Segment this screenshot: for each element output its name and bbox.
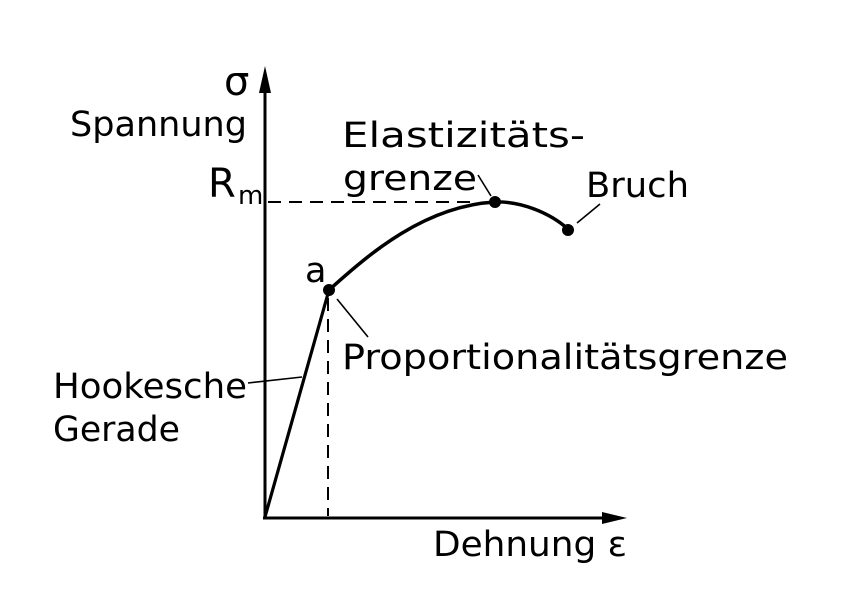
- elastic-limit-dot: [489, 196, 501, 208]
- rm-label: R: [208, 161, 236, 207]
- leader-lines: [247, 174, 601, 384]
- y-axis-title: Spannung: [70, 105, 247, 145]
- y-axis-arrowhead-icon: [259, 66, 271, 93]
- fracture-leader-line: [576, 203, 601, 224]
- plastic-curve: [327, 200, 570, 292]
- hooke-straight-line: [263, 289, 331, 518]
- fracture-label: Bruch: [586, 166, 689, 206]
- construction-lines: [268, 201, 478, 516]
- elastic-limit-leader-line: [477, 174, 492, 197]
- hooke-label-line2: Gerade: [53, 410, 180, 450]
- x-axis-arrowhead-icon: [602, 512, 627, 524]
- hooke-leader-line: [247, 376, 303, 384]
- elastic-limit-label-line1: Elastizitäts-: [342, 116, 585, 156]
- rm-subscript: m: [238, 181, 263, 211]
- y-axis-symbol: σ: [224, 59, 249, 105]
- fracture-dot: [562, 224, 574, 236]
- x-axis-title: Dehnung ε: [433, 525, 627, 565]
- text-labels: σ Spannung R m Elastizitäts- grenze Bruc…: [53, 59, 788, 565]
- proportional-limit-label: Proportionalitätsgrenze: [342, 338, 788, 378]
- stress-strain-curve: [263, 196, 574, 518]
- proportional-limit-leader-line: [336, 298, 369, 338]
- elastic-limit-label-line2: grenze: [343, 159, 477, 199]
- point-a-dot: [323, 284, 335, 296]
- axes: [259, 66, 627, 524]
- point-a-label: a: [305, 251, 326, 291]
- hooke-label-line1: Hookesche: [53, 367, 247, 407]
